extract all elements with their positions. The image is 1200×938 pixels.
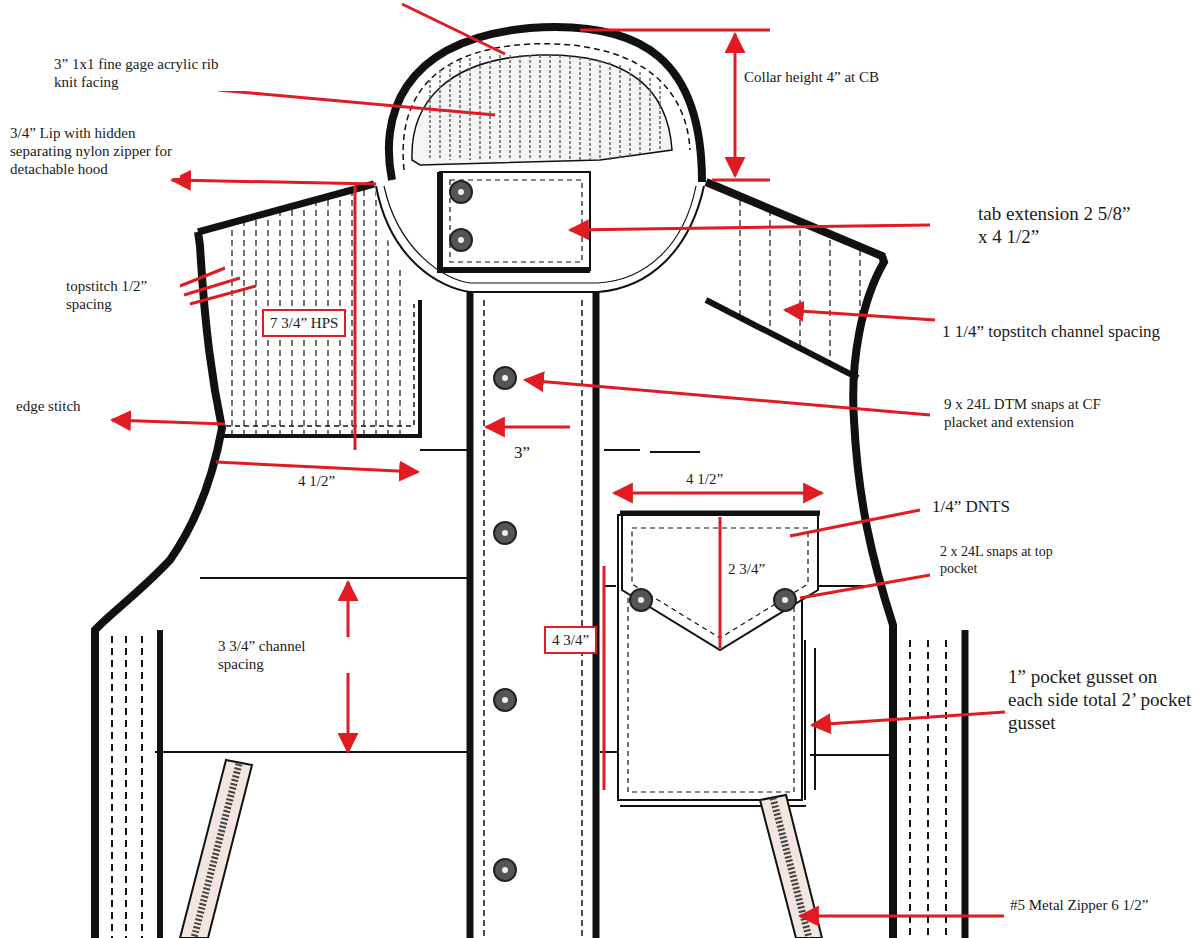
snap-buttons-part [450, 229, 472, 251]
vest-body-part [222, 300, 420, 436]
leader-lines-part [486, 426, 570, 429]
dimension-label: 3” [512, 443, 532, 463]
vest-body-part [226, 304, 414, 426]
vest-body-part [450, 180, 582, 262]
dimension-text: 7 3/4” HPS [270, 314, 338, 332]
vest-body-part [403, 44, 690, 170]
leader-lines-part [354, 186, 357, 450]
leader-lines-part [800, 915, 1004, 918]
leader-lines-part [790, 510, 920, 536]
leader-lines-part [812, 712, 1005, 725]
snap-buttons-part [450, 181, 472, 203]
snap-centers-part [502, 375, 508, 381]
dimension-box: 7 3/4” HPS [262, 309, 346, 337]
vest-body-part [440, 172, 590, 270]
snap-buttons-part [630, 589, 652, 611]
vest-body-part [470, 292, 596, 938]
snap-centers-part [458, 237, 464, 243]
dimension-label: 2 3/4” [726, 560, 767, 578]
leader-lines-part [719, 517, 722, 648]
leader-lines-part [172, 180, 376, 184]
vest-body-part [484, 300, 582, 938]
leader-lines-part [216, 462, 418, 472]
snap-centers-part [502, 867, 508, 873]
vest-body-part [194, 764, 239, 938]
snap-buttons-part [494, 689, 516, 711]
vest-body-part [622, 515, 818, 650]
vest-body-part [740, 180, 860, 400]
dimension-text: 4 3/4” [552, 631, 589, 649]
leader-lines-part [580, 30, 770, 180]
snap-centers-part [782, 597, 788, 603]
vest-body-part [180, 760, 252, 938]
snap-centers [458, 189, 788, 873]
leader-lines-part [603, 566, 606, 790]
snap-buttons [450, 181, 796, 881]
vest-body-part [430, 55, 660, 160]
vest-body-part [805, 640, 815, 800]
leader-lines [112, 4, 1005, 916]
snap-centers-part [502, 697, 508, 703]
leader-lines-part [112, 420, 225, 424]
leader-lines-part [734, 34, 737, 176]
leader-lines-part [614, 492, 822, 495]
leader-lines-part [180, 268, 256, 304]
vest-body-part [112, 636, 142, 938]
callout-label: 3” 1x1 fine gage acrylic rib knit facing [52, 55, 246, 91]
vest-body-part [198, 184, 374, 232]
dimension-label: 1 1/4” topstitch channel spacing [940, 322, 1162, 342]
dimension-label: Collar height 4” at CB [742, 68, 881, 86]
leader-lines-part [785, 310, 935, 320]
leader-lines-part [525, 380, 930, 415]
dimension-label: tab extension 2 5/8” x 4 1/2” [976, 203, 1140, 249]
snap-centers-part [638, 597, 644, 603]
vest-body-part [620, 511, 820, 516]
callout-label: topstitch 1/2” spacing [64, 277, 180, 313]
vest-body-part [95, 232, 222, 938]
callout-label: 1/4” DNTS [930, 497, 1012, 517]
dimension-label: 4 1/2” [684, 470, 725, 488]
dimension-label: 3 3/4” channel spacing [216, 637, 350, 673]
vest-body-part [232, 180, 400, 440]
callout-label: #5 Metal Zipper 6 1/2” [1008, 896, 1192, 914]
callout-label: 3/4” Lip with hidden separating nylon zi… [8, 124, 180, 178]
leader-lines-part [218, 90, 495, 115]
snap-centers-part [458, 189, 464, 195]
callout-label: 2 x 24L snaps at top pocket [938, 544, 1092, 578]
vest-body-part [910, 640, 946, 938]
leader-lines-part [570, 225, 930, 230]
vest-body-part [440, 172, 590, 270]
snap-centers-part [502, 530, 508, 536]
leader-lines-part [800, 575, 930, 598]
snap-buttons-part [494, 367, 516, 389]
leader-lines-part [402, 4, 505, 54]
dimension-box: 4 3/4” [544, 626, 597, 654]
snap-buttons-part [494, 859, 516, 881]
dimension-label: 4 1/2” [296, 472, 337, 490]
callout-label: edge stitch [14, 397, 83, 415]
callout-label: 1” pocket gusset on each side total 2’ p… [1006, 666, 1196, 734]
vest-body-part [962, 630, 969, 938]
vest-body-part [157, 630, 163, 938]
callout-label: 9 x 24L DTM snaps at CF placket and exte… [942, 395, 1124, 431]
vest-body-part [706, 300, 858, 378]
vest-body-part [740, 180, 860, 400]
snap-buttons-part [494, 522, 516, 544]
vest-body-part [232, 180, 400, 440]
vest-body-part [389, 27, 702, 182]
snap-buttons-part [774, 589, 796, 611]
vest-body [95, 27, 965, 938]
